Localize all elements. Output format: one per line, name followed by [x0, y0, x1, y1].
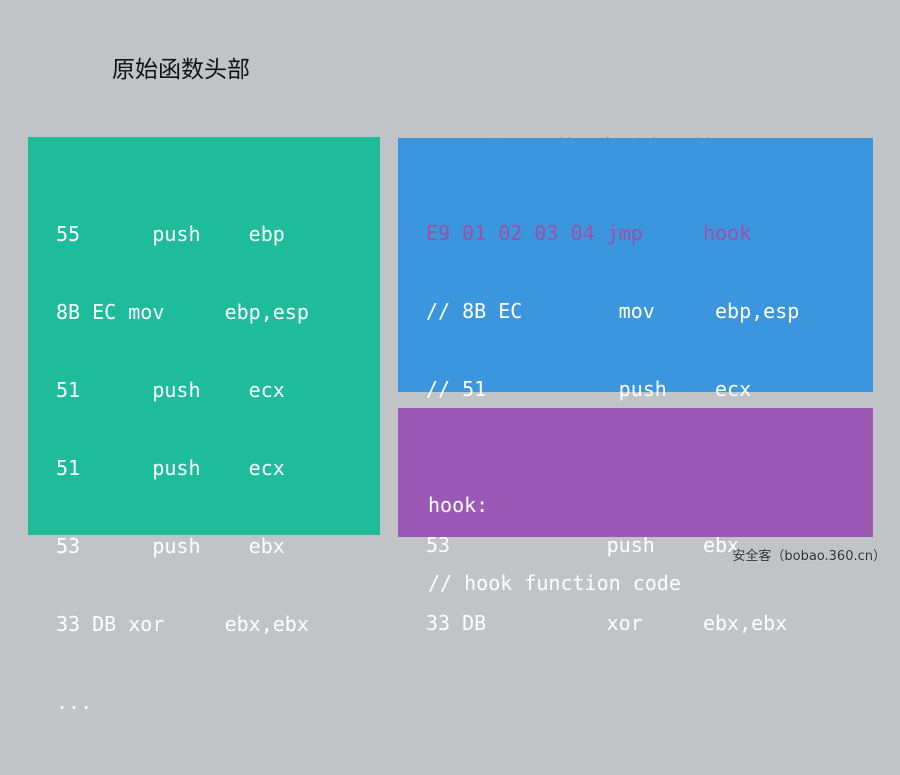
- hooked-function-panel: E9 01 02 03 04 jmp hook // 8B EC mov ebp…: [398, 138, 873, 635]
- diagram-canvas: 原始函数头部 钩取后的函数头部，第一 个字节被JMP指令重写了 55 push …: [28, 57, 886, 714]
- original-function-panel: 55 push ebp 8B EC mov ebp,esp 51 push ec…: [28, 137, 380, 714]
- hook-function-code: hook: // hook function code: [428, 440, 681, 648]
- code-line: 53 push ebx: [56, 534, 285, 558]
- code-line: 51 push ecx: [56, 456, 285, 480]
- code-line: // 8B EC mov ebp,esp: [426, 299, 800, 323]
- code-line-hook-comment: // hook function code: [428, 571, 681, 595]
- code-line: // 51 push ecx: [426, 377, 752, 401]
- code-line: 33 DB xor ebx,ebx: [56, 612, 309, 636]
- original-header-caption: 原始函数头部: [112, 57, 250, 83]
- code-line-jmp-instruction: E9 01 02 03 04 jmp hook: [426, 221, 752, 245]
- code-line: 8B EC mov ebp,esp: [56, 300, 309, 324]
- code-line: 55 push ebp: [56, 222, 285, 246]
- code-line-ellipsis: ...: [56, 690, 117, 714]
- watermark: 安全客（bobao.360.cn）: [732, 549, 886, 564]
- original-function-code: 55 push ebp 8B EC mov ebp,esp 51 push ec…: [56, 169, 309, 775]
- code-line: 53 push ebx: [426, 533, 740, 557]
- code-line-hook-label: hook:: [428, 493, 489, 517]
- hook-function-panel: hook: // hook function code: [398, 408, 873, 595]
- code-line: 51 push ecx: [56, 378, 285, 402]
